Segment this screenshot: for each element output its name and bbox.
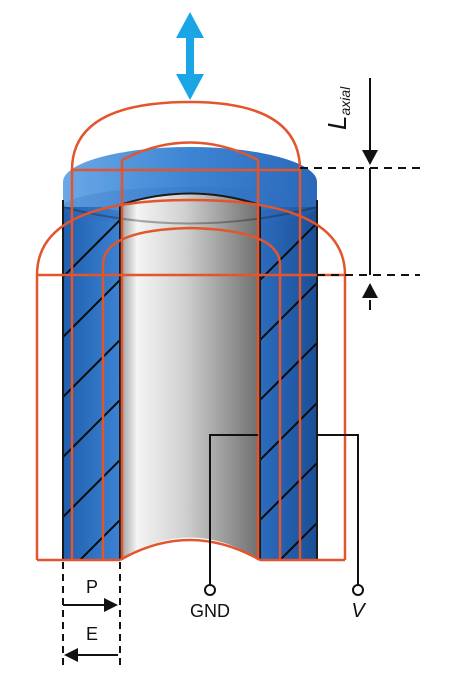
wall-hatching-right — [260, 221, 317, 560]
axial-label: Laxial — [322, 86, 353, 130]
wire-gnd — [209, 434, 258, 585]
electrode-outline-upper — [70, 100, 302, 560]
tube-bottom-arc — [120, 537, 260, 560]
pe-dimension — [62, 562, 121, 668]
wire-v — [317, 434, 359, 585]
wall-hatching-left — [63, 218, 120, 560]
double-arrow-vertical-icon — [176, 12, 204, 100]
v-label: V — [351, 600, 366, 622]
gnd-terminal — [204, 584, 216, 596]
electrode-outline-lower — [35, 198, 347, 562]
axial-dimension — [300, 78, 420, 310]
e-label: E — [86, 624, 98, 644]
v-terminal — [352, 584, 364, 596]
p-label: P — [86, 577, 98, 597]
gnd-label: GND — [190, 601, 230, 621]
tube-inner-bore — [120, 192, 260, 560]
